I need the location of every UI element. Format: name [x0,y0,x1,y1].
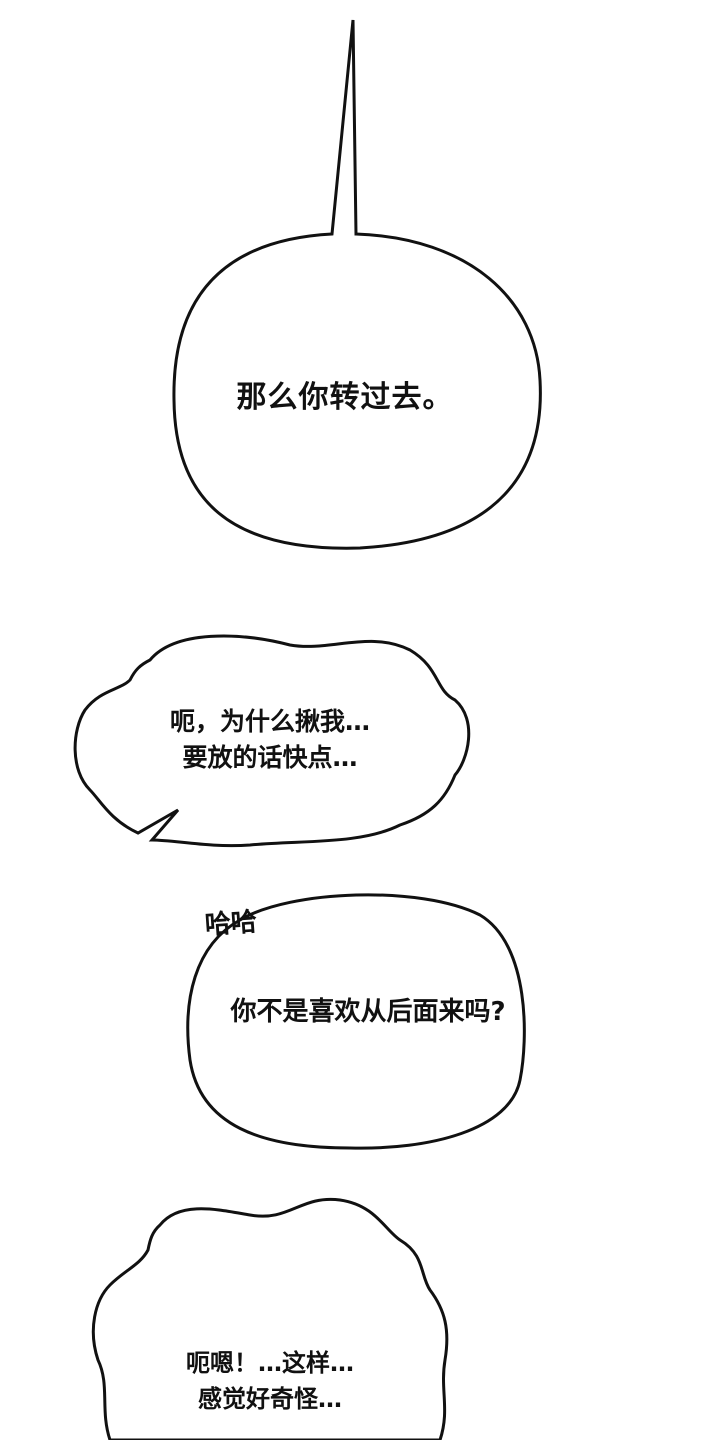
dialogue-line: 要放的话快点… [182,743,358,772]
sound-effect-text: 哈哈 [203,907,258,941]
dialogue-line: 呃嗯！…这样… [186,1349,354,1377]
dialogue-text-2: 呃，为什么揪我… 要放的话快点… [110,704,430,776]
dialogue-line: 呃，为什么揪我… [169,707,370,736]
dialogue-text-4: 呃嗯！…这样… 感觉好奇怪… [120,1345,420,1417]
speech-bubble-3 [186,893,526,1150]
thought-bubble-2 [73,634,471,848]
speech-bubble-1 [172,19,542,550]
dialogue-text-3: 你不是喜欢从后面来吗? [230,997,506,1027]
dialogue-line: 感觉好奇怪… [198,1385,342,1413]
thought-bubble-4 [91,1197,449,1440]
dialogue-text-1: 那么你转过去。 [236,380,454,415]
